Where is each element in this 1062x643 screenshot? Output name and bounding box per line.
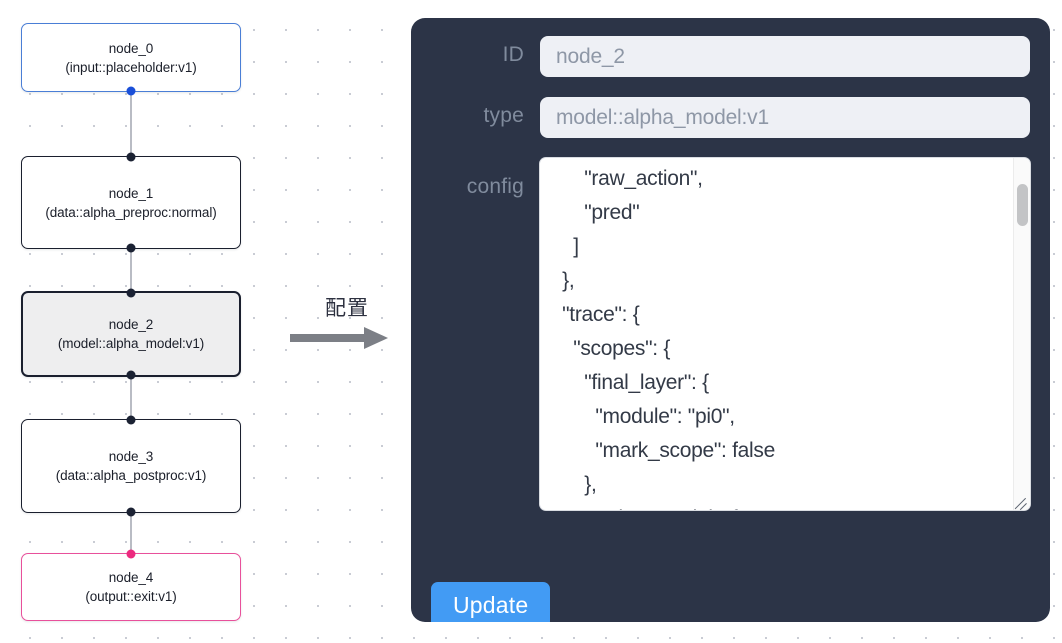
field-row-config: config "raw_action", "pred" ] }, "trace"… [431,158,1030,510]
transition-annotation: 配置 [290,296,402,349]
field-row-id: ID [431,36,1030,77]
node-type-label: (model::alpha_model:v1) [57,336,205,351]
node-type-label: (data::alpha_postproc:v1) [55,468,207,483]
edge-node1-node2 [130,249,132,291]
config-scrollbar-thumb[interactable] [1017,184,1028,226]
edge-node0-node1 [130,92,132,156]
config-textarea-content[interactable]: "raw_action", "pred" ] }, "trace": { "sc… [562,167,775,510]
node-type-label: (input::placeholder:v1) [65,59,197,75]
node-inspector-panel: ID type config "raw_action", "pred" ] },… [411,18,1050,622]
transition-label: 配置 [325,297,369,320]
node-handle-target[interactable] [126,288,136,298]
node-handle-source[interactable] [126,86,136,96]
type-input[interactable] [540,97,1030,138]
arrow-head [364,327,388,349]
node-text: node_3 (data::alpha_postproc:v1) [56,447,207,485]
edge-node2-node3 [130,377,132,419]
node-handle-target[interactable] [126,152,136,162]
graph-node-node_0[interactable]: node_0 (input::placeholder:v1) [21,23,241,96]
arrow-shaft [290,334,368,342]
node-text: node_0 (input::placeholder:v1) [65,39,196,77]
node-id-label: node_1 [108,185,154,201]
node-handle-source[interactable] [126,507,136,517]
node-handle-source[interactable] [126,243,136,253]
id-input[interactable] [540,36,1030,77]
update-button[interactable]: Update [431,582,551,622]
node-handle-target[interactable] [126,415,136,425]
node-handle-target[interactable] [126,549,136,559]
graph-node-node_4[interactable]: node_4 (output::exit:v1) [21,549,241,621]
field-row-type: type [431,97,1030,138]
node-type-label: (output::exit:v1) [85,589,177,604]
node-handle-source[interactable] [126,370,136,380]
config-field-label: config [466,175,524,198]
arrow-right-icon [290,327,402,349]
node-text: node_4 (output::exit:v1) [85,568,176,606]
node-text: node_2 (model::alpha_model:v1) [58,315,204,353]
edge-node3-node4 [130,513,132,553]
node-text: node_1 (data::alpha_preproc:normal) [45,184,216,222]
type-field-label: type [483,104,524,127]
node-id-label: node_4 [108,570,154,585]
resize-grip-icon[interactable] [1013,494,1028,510]
graph-node-node_2[interactable]: node_2 (model::alpha_model:v1) [21,288,241,380]
node-id-label: node_3 [108,449,154,464]
node-id-label: node_2 [108,317,154,332]
graph-node-node_1[interactable]: node_1 (data::alpha_preproc:normal) [21,152,241,253]
config-textarea[interactable]: "raw_action", "pred" ] }, "trace": { "sc… [540,158,1030,510]
graph-node-node_3[interactable]: node_3 (data::alpha_postproc:v1) [21,415,241,517]
config-textarea-scrollbar[interactable] [1013,158,1030,510]
id-field-label: ID [502,43,524,66]
node-type-label: (data::alpha_preproc:normal) [45,204,217,220]
node-id-label: node_0 [108,40,154,56]
